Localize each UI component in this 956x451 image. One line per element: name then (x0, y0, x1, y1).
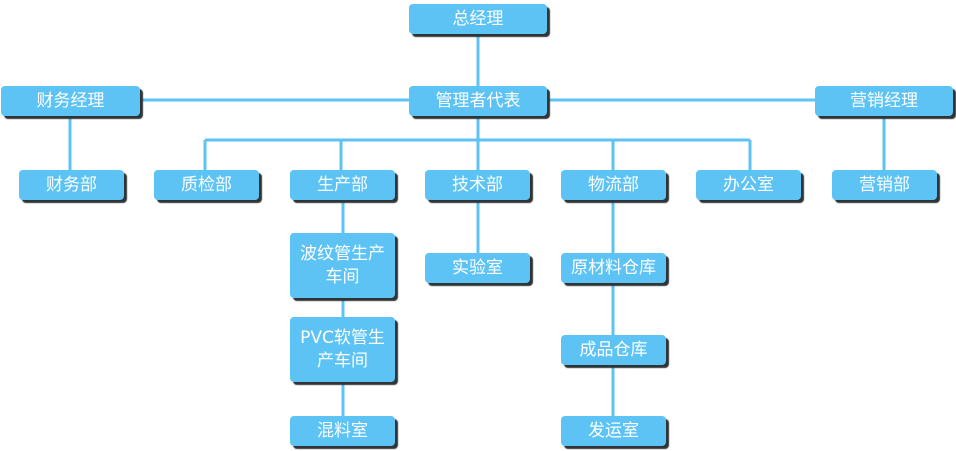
node-laboratory: 实验室 (425, 253, 530, 283)
node-qc-dept: 质检部 (154, 170, 259, 200)
node-office: 办公室 (696, 170, 801, 200)
node-shipping-room: 发运室 (561, 416, 666, 446)
node-production-dept: 生产部 (290, 170, 395, 200)
node-sales-dept: 营销部 (832, 170, 937, 200)
node-logistics-dept: 物流部 (561, 170, 666, 200)
node-finished-goods-warehouse: 成品仓库 (561, 335, 666, 365)
node-general-manager: 总经理 (409, 4, 547, 34)
node-sales-manager: 营销经理 (815, 86, 953, 116)
node-tech-dept: 技术部 (425, 170, 530, 200)
node-management-rep: 管理者代表 (409, 86, 547, 116)
node-finance-manager: 财务经理 (1, 86, 140, 116)
node-raw-material-warehouse: 原材料仓库 (561, 253, 666, 283)
node-pvc-workshop: PVC软管生产车间 (290, 317, 395, 382)
node-corrugated-workshop: 波纹管生产车间 (290, 233, 395, 298)
node-finance-dept: 财务部 (19, 170, 124, 200)
node-mixing-room: 混料室 (290, 416, 395, 446)
